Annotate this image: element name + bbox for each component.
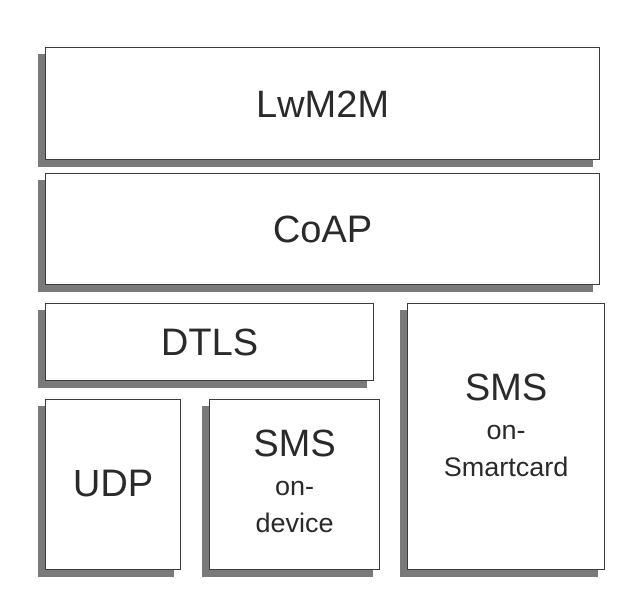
sms-on-device-layer: SMS on- device: [209, 399, 380, 570]
dtls-label: DTLS: [160, 322, 259, 365]
lwm2m-label: LwM2M: [255, 83, 390, 126]
sms-on-smartcard-line2: Smartcard: [443, 452, 569, 483]
udp-label: UDP: [72, 462, 154, 505]
sms-on-device-line1: on-: [274, 470, 315, 501]
lwm2m-layer: LwM2M: [45, 47, 600, 160]
coap-layer: CoAP: [45, 173, 600, 285]
sms-on-smartcard-title: SMS: [464, 367, 548, 409]
sms-on-device-title: SMS: [253, 422, 336, 465]
coap-label: CoAP: [272, 209, 373, 252]
sms-on-smartcard-line1: on-: [486, 414, 526, 445]
sms-on-smartcard-layer: SMS on- Smartcard: [407, 303, 605, 570]
sms-on-device-line2: device: [255, 508, 334, 539]
udp-layer: UDP: [45, 399, 181, 570]
dtls-layer: DTLS: [45, 303, 374, 381]
